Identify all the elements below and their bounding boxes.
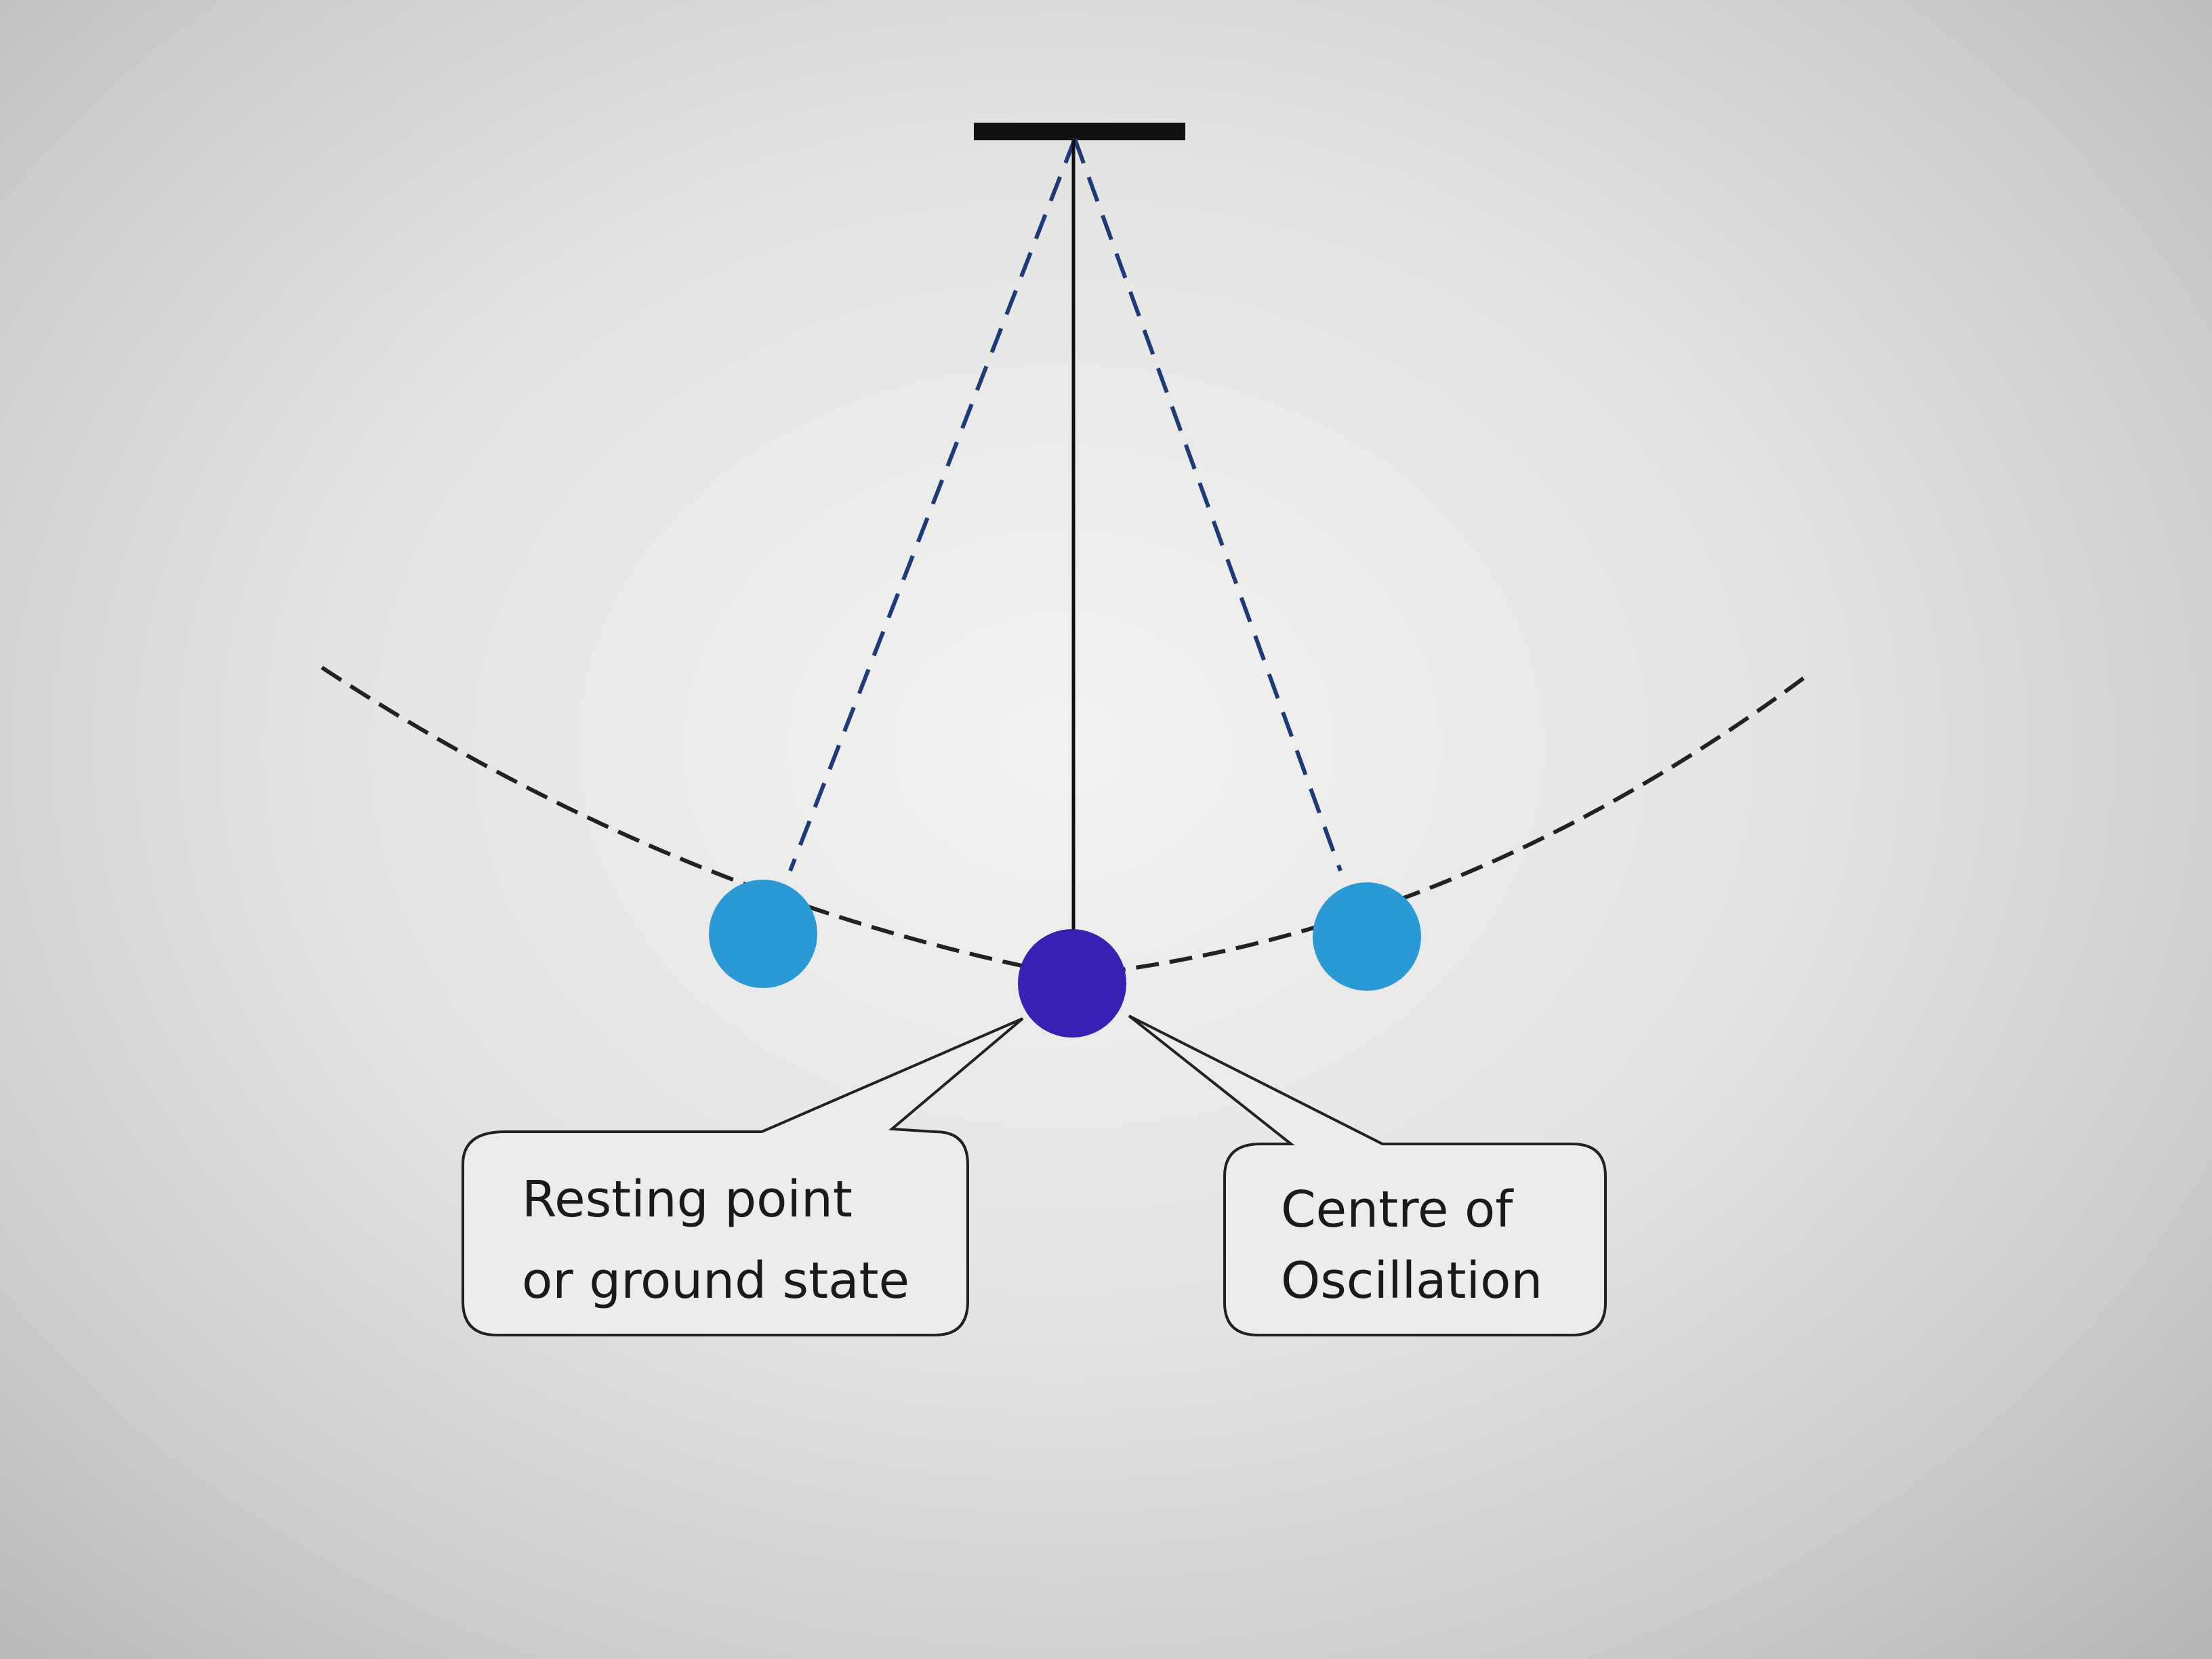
centre-of-oscillation-callout: Centre of Oscillation bbox=[1128, 1015, 1607, 1336]
support-bar bbox=[974, 123, 1185, 140]
swing-arc bbox=[321, 665, 1807, 979]
centre-label-line2: Oscillation bbox=[1281, 1252, 1542, 1310]
resting-label-line2: or ground state bbox=[522, 1252, 909, 1310]
left-string-dashed bbox=[788, 138, 1077, 872]
centre-label-line1: Centre of bbox=[1281, 1181, 1514, 1239]
center-bob bbox=[1018, 929, 1126, 1038]
resting-label-line1: Resting point bbox=[522, 1170, 853, 1229]
left-bob bbox=[709, 880, 817, 988]
resting-point-callout: Resting point or ground state bbox=[462, 1017, 1024, 1336]
right-string-dashed bbox=[1073, 138, 1343, 872]
right-bob bbox=[1313, 882, 1421, 991]
